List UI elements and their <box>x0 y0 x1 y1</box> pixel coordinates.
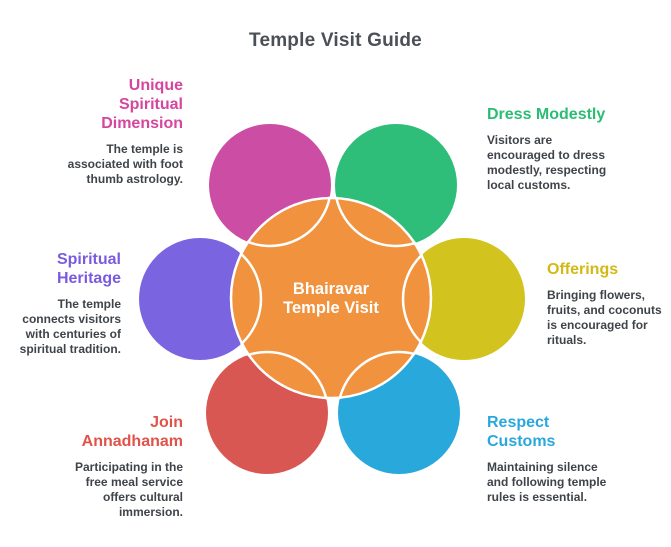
callout-body: Bringing flowers, fruits, and coconuts i… <box>547 288 662 347</box>
center-circle <box>229 196 433 400</box>
center-circle-label: Bhairavar Temple Visit <box>283 280 379 317</box>
callout-unique-spiritual-dimension: Unique Spiritual Dimension The temple is… <box>20 76 183 187</box>
petals <box>139 124 525 474</box>
petal-spiritual-heritage <box>139 238 261 360</box>
callout-spiritual-heritage: Spiritual Heritage The temple connects v… <box>0 250 121 357</box>
callout-title: Spiritual Heritage <box>56 251 121 287</box>
callout-offerings: Offerings Bringing flowers, fruits, and … <box>547 260 667 348</box>
page-title: Temple Visit Guide <box>249 30 422 51</box>
callout-title: Unique Spiritual Dimension <box>101 77 183 132</box>
callout-respect-customs: Respect Customs Maintaining silence and … <box>487 413 619 505</box>
callout-body: Participating in the free meal service o… <box>74 460 183 519</box>
callout-body: The temple is associated with foot thumb… <box>67 142 183 186</box>
callout-dress-modestly: Dress Modestly Visitors are encouraged t… <box>487 105 619 193</box>
callout-body: Maintaining silence and following temple… <box>487 460 607 504</box>
petal-offerings <box>403 238 525 360</box>
petal-overlap-outlines <box>229 196 433 400</box>
callout-join-annadhanam: Join Annadhanam Participating in the fre… <box>20 413 183 520</box>
callout-title: Join Annadhanam <box>81 414 183 450</box>
callout-title: Respect Customs <box>487 414 556 450</box>
callout-body: The temple connects visitors with centur… <box>19 297 121 356</box>
callout-title: Offerings <box>547 261 619 278</box>
callout-body: Visitors are encouraged to dress modestl… <box>487 133 607 192</box>
callout-title: Dress Modestly <box>487 106 606 123</box>
